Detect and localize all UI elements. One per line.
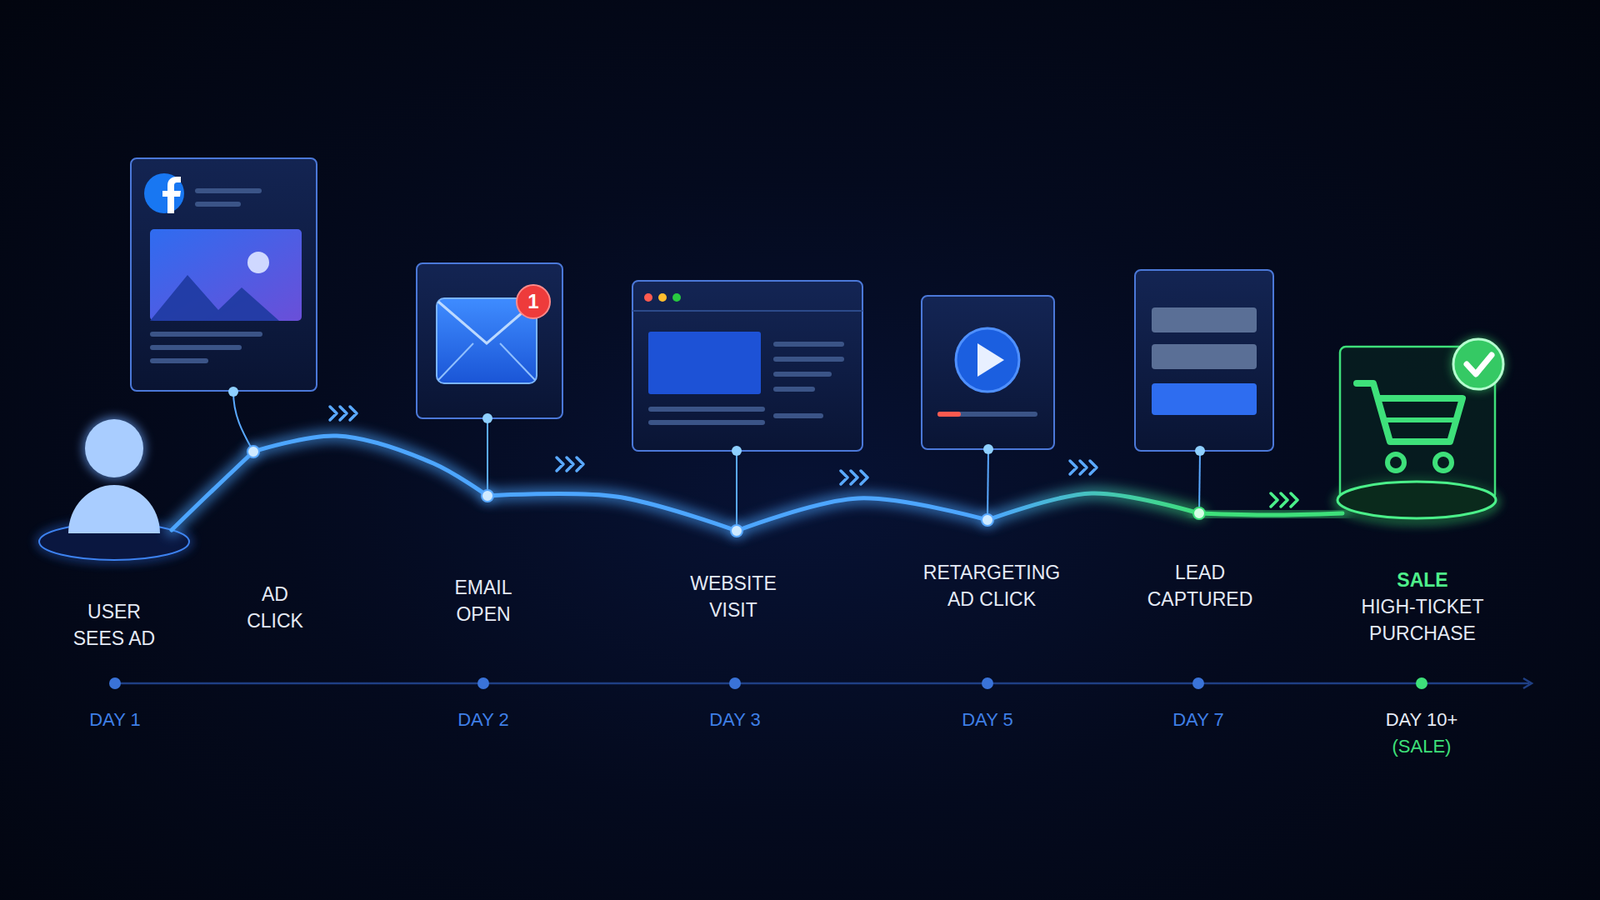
step-title: WEBSITE VISIT: [679, 570, 788, 624]
website-card: [632, 280, 863, 531]
cart-card: [1335, 337, 1505, 524]
step-label: USER SEES AD: [66, 598, 163, 652]
step-title: LEAD CAPTURED: [1137, 559, 1263, 613]
connector-glow: [253, 435, 488, 496]
step-label: EMAIL OPEN: [437, 574, 530, 628]
step-label: WEBSITE VISIT: [679, 570, 788, 624]
step-title: AD CLICK: [236, 580, 314, 635]
journey-step: EMAIL OPEN: [432, 495, 535, 633]
day-label: DAY 2: [457, 707, 510, 733]
connector-glow: [736, 498, 988, 531]
journey-step: USER SEES AD: [60, 415, 172, 657]
video-card: [921, 295, 1055, 520]
ad-card: [130, 158, 317, 452]
step-label: AD CLICK: [236, 580, 314, 635]
journey-step: WEBSITE VISIT: [674, 530, 793, 629]
journey-connector: [171, 451, 254, 530]
step-label: RETARGETING AD CLICK: [912, 559, 1071, 613]
connector-group: [171, 435, 1343, 531]
step-label: SALEHIGH-TICKET PURCHASE: [1347, 566, 1498, 647]
connector-glow: [987, 493, 1200, 520]
step-title: EMAIL OPEN: [437, 574, 530, 628]
day-label: DAY 1: [89, 707, 141, 733]
connector-glow: [487, 494, 737, 531]
step-title: USER SEES AD: [66, 598, 163, 652]
step-label: LEAD CAPTURED: [1137, 559, 1263, 613]
journey-connector: [487, 494, 737, 531]
step-title: SALE: [1347, 566, 1498, 594]
time-axis: [109, 677, 1532, 690]
journey-connector: [987, 493, 1200, 520]
form-card: [1135, 270, 1274, 514]
journey-step: LEAD CAPTURED: [1132, 513, 1268, 618]
journey-step: RETARGETING AD CLICK: [907, 520, 1076, 618]
step-detail: HIGH-TICKET PURCHASE: [1347, 593, 1498, 647]
day-label: DAY 10+: [1385, 707, 1459, 733]
day-label: DAY 3: [709, 707, 761, 733]
day-label: DAY 7: [1172, 707, 1225, 733]
connector-glow: [1199, 513, 1343, 515]
journey-connector: [736, 498, 988, 531]
user-figure: [37, 416, 191, 562]
badge-count: 1: [527, 289, 539, 315]
sale-note: (SALE): [1392, 734, 1452, 760]
journey-connector: [1199, 513, 1343, 515]
journey-step: AD CLICK: [231, 451, 319, 640]
connector-glow: [171, 435, 1343, 531]
journey-step: SALEHIGH-TICKET PURCHASE: [1342, 505, 1503, 652]
journey-connector: [253, 435, 488, 496]
step-title: RETARGETING AD CLICK: [912, 559, 1071, 613]
day-label: DAY 5: [961, 707, 1014, 733]
connector-glow: [171, 451, 254, 530]
